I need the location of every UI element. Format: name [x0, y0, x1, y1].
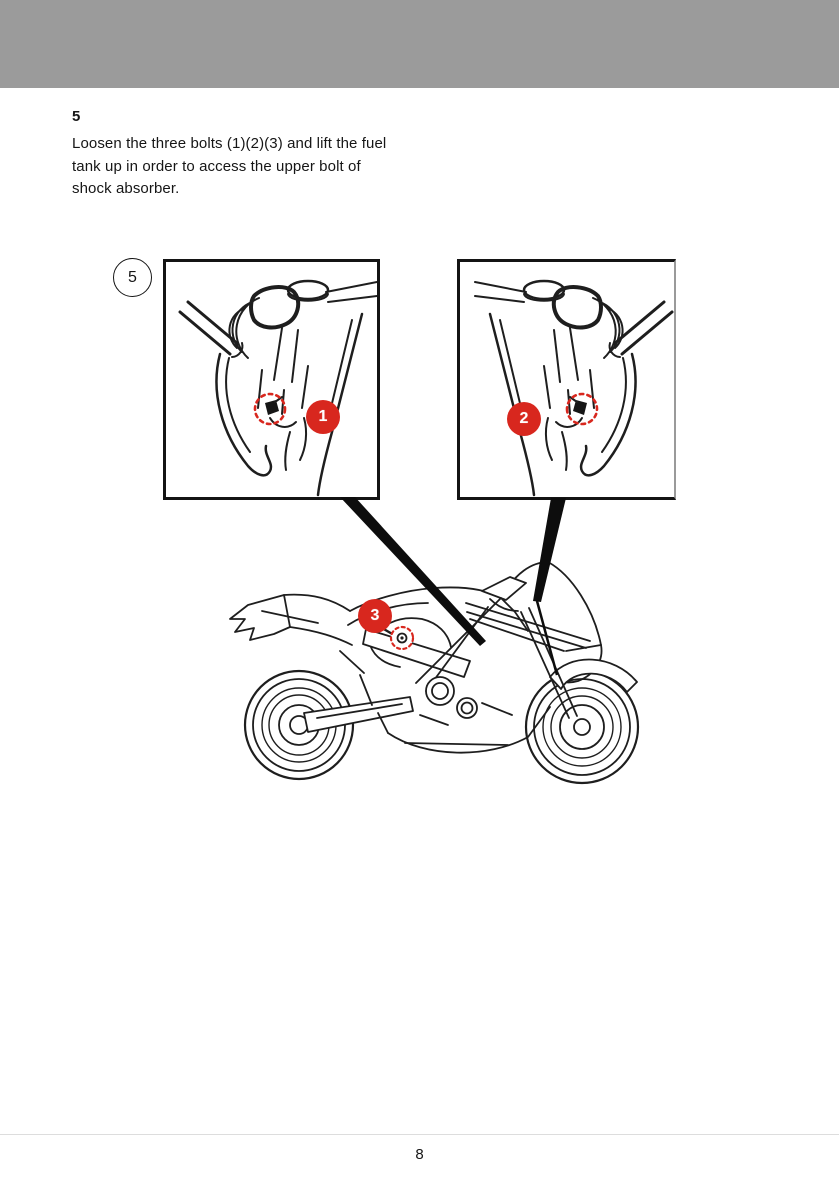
footer-divider	[0, 1134, 839, 1135]
step-instruction-line: Loosen the three bolts (1)(2)(3) and lif…	[72, 135, 387, 152]
callout-1-badge: 1	[306, 400, 340, 434]
step-instruction-line: shock absorber.	[72, 180, 180, 198]
rear-wheel	[243, 669, 355, 781]
step-number: 5	[72, 108, 81, 125]
bolt-3-icon	[396, 632, 408, 644]
callout-3-badge: 3	[358, 599, 392, 633]
callout-2-label: 2	[519, 410, 529, 427]
header-bar	[0, 0, 839, 88]
steering-head-drawing-left	[178, 279, 377, 497]
inset-detail-box-right	[457, 259, 676, 500]
page-number: 8	[415, 1146, 424, 1163]
motorcycle-illustration	[229, 561, 640, 785]
figure-step-badge-label: 5	[128, 268, 137, 286]
inset-detail-box-left	[163, 259, 380, 500]
callout-3-label: 3	[370, 607, 380, 624]
leader-line-right	[533, 498, 566, 602]
step-instruction-line: tank up in order to access the upper bol…	[72, 157, 361, 175]
step-section: 5 Loosen the three bolts (1)(2)(3) and l…	[72, 108, 492, 201]
bolt-3-dotted-circle	[389, 625, 415, 651]
callout-1-label: 1	[318, 408, 328, 425]
front-wheel	[524, 669, 640, 785]
figure-illustration: 5	[0, 250, 839, 810]
figure-step-badge: 5	[113, 258, 152, 297]
leader-lines	[340, 497, 566, 676]
callout-2-badge: 2	[507, 402, 541, 436]
steering-head-drawing-right	[473, 279, 674, 497]
